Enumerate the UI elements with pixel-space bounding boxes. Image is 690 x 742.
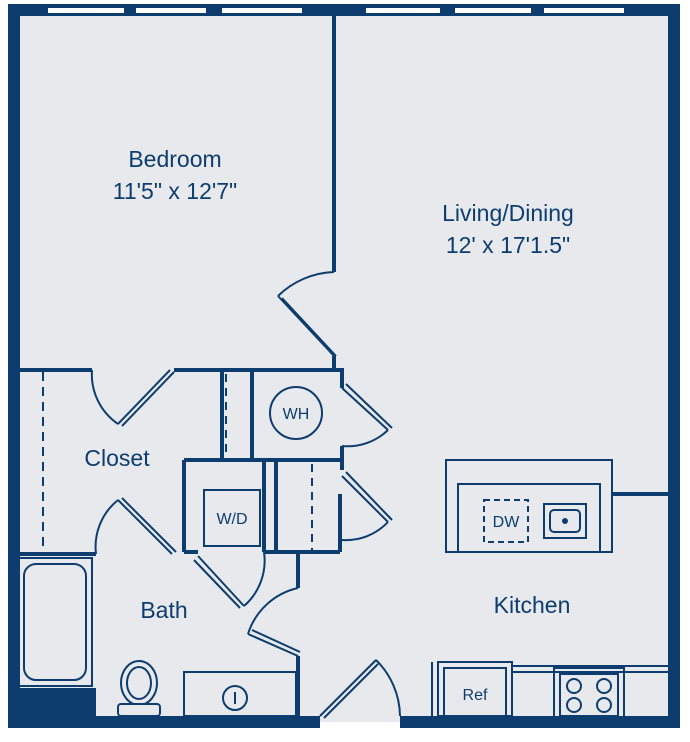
interior-walls [12,14,344,722]
kitchen-island [445,459,670,553]
kitchen-label: Kitchen [494,592,571,618]
stove-icon [553,667,625,721]
door-swings [90,271,401,719]
closet-label: Closet [84,445,150,471]
refrigerator-label: Ref [463,687,488,704]
kitchen-counter [431,661,670,717]
bedroom-dimensions: 11'5" x 12'7" [113,178,237,204]
bedroom-label: Bedroom [128,146,221,172]
sink-icon [183,671,297,717]
dishwasher-label: DW [493,514,521,531]
floor-area [12,12,672,722]
windows [48,8,624,13]
washer-dryer-label: W/D [216,511,247,528]
bath-label: Bath [140,597,187,623]
bathtub-icon [17,557,93,687]
living-dimensions: 12' x 17'1.5" [446,232,570,258]
toilet-icon [117,660,161,717]
water-heater-label: WH [283,406,310,423]
water-heater-icon [269,386,323,440]
dishwasher-box [483,499,529,543]
living-label: Living/Dining [442,200,574,226]
washer-dryer-box [203,489,261,547]
kitchen-sink-icon [543,503,587,539]
